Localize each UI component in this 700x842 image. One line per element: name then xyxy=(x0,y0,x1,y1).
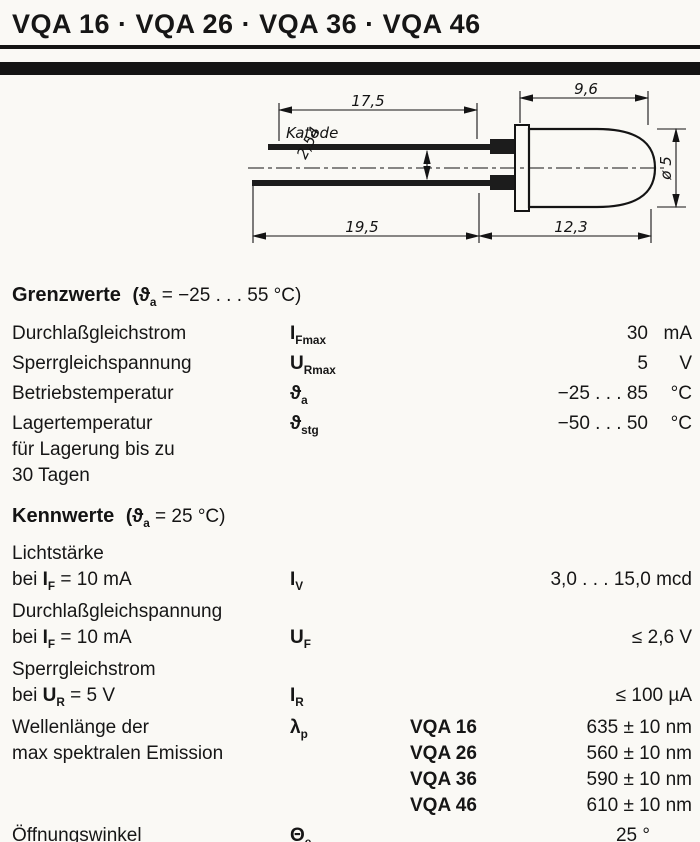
extension-lines xyxy=(252,91,686,243)
row-symbol: IFmax xyxy=(290,322,327,347)
row-label: Betriebstemperatur xyxy=(12,382,174,404)
led-dome xyxy=(527,127,657,209)
led-body xyxy=(514,124,657,212)
grenzwerte-condition: (ϑa = −25 . . . 55 °C) xyxy=(132,285,302,309)
led-dimension-drawing: 17,5 9,6 19,5 12,3 2,54 ø 5 Katode xyxy=(248,83,686,243)
row-symbol: Θe xyxy=(290,825,311,842)
section-heading-grenzwerte: Grenzwerte (ϑa = −25 . . . 55 °C) xyxy=(12,284,692,309)
row-label: Lichtstärke bei IF = 10 mA xyxy=(12,543,132,593)
row-label: Sperrgleichstrom bei UR = 5 V xyxy=(12,659,156,709)
row-symbol: UF xyxy=(290,627,311,651)
row-value: 25 ° xyxy=(615,825,650,842)
row-label: Wellenlänge der max spektralen Emission xyxy=(12,717,224,765)
table-row-betriebstemperatur: Betriebstemperatur ϑa −25 . . . 85°C xyxy=(12,381,692,407)
header-divider-bar xyxy=(0,62,700,75)
anode-lead-tab xyxy=(490,175,515,190)
led-leads xyxy=(252,139,515,190)
section-heading-kennwerte: Kennwerte (ϑa = 25 °C) xyxy=(12,505,692,530)
row-label: Durchlaßgleichstrom xyxy=(12,322,187,344)
row-value: −25 . . . 85°C xyxy=(557,382,692,404)
row-symbol: ϑstg xyxy=(290,412,319,437)
table-row-lagertemperatur: Lagertemperatur für Lagerung bis zu 30 T… xyxy=(12,411,692,489)
dim-9-6-label: 9,6 xyxy=(574,83,598,98)
row-value: −50 . . . 50°C xyxy=(557,412,692,434)
row-label: Durchlaßgleichspannung bei IF = 10 mA xyxy=(12,601,223,651)
row-label: Lagertemperatur für Lagerung bis zu 30 T… xyxy=(12,412,175,486)
row-symbol: IR xyxy=(290,685,304,709)
row-value: ≤ 100 µA xyxy=(615,685,692,707)
row-symbol: URmax xyxy=(290,352,336,377)
table-row-lichtstaerke: Lichtstärke bei IF = 10 mA IV 3,0 . . . … xyxy=(12,541,692,593)
table-row-wellenlaenge: Wellenlänge der max spektralen Emission … xyxy=(12,715,692,819)
kennwerte-title: Kennwerte xyxy=(12,504,115,527)
katode-label: Katode xyxy=(286,124,338,142)
dimension-lines xyxy=(251,94,680,240)
row-value: ≤ 2,6 V xyxy=(631,627,692,649)
row-label: Sperrgleichspannung xyxy=(12,352,192,374)
dim-diameter-label: ø 5 xyxy=(657,156,675,181)
row-symbol: IV xyxy=(290,569,304,593)
dim-19-5-label: 19,5 xyxy=(345,218,378,236)
dim-17-5-label: 17,5 xyxy=(351,92,384,110)
cathode-lead xyxy=(268,144,492,150)
row-label: Öffnungswinkel xyxy=(12,825,142,842)
row-symbol: λp xyxy=(290,717,308,741)
table-row-oeffnungswinkel: Öffnungswinkel Θe 25 ° xyxy=(12,823,692,842)
table-row-sperrgleichstrom: Sperrgleichstrom bei UR = 5 V IR ≤ 100 µ… xyxy=(12,657,692,709)
table-row-durchlassgleichspannung: Durchlaßgleichspannung bei IF = 10 mA UF… xyxy=(12,599,692,651)
cathode-lead-tab xyxy=(490,139,515,154)
spec-content: Grenzwerte (ϑa = −25 . . . 55 °C) Durchl… xyxy=(0,284,700,842)
row-value: 3,0 . . . 15,0 mcd xyxy=(550,569,692,591)
dim-12-3-label: 12,3 xyxy=(554,218,587,236)
row-symbol: ϑa xyxy=(290,382,308,407)
dimension-labels: 17,5 9,6 19,5 12,3 2,54 ø 5 Katode xyxy=(286,83,675,236)
kennwerte-condition: (ϑa = 25 °C) xyxy=(125,505,226,530)
grenzwerte-title: Grenzwerte xyxy=(12,284,121,306)
page-title: VQA 16 · VQA 26 · VQA 36 · VQA 46 xyxy=(0,0,700,49)
anode-lead xyxy=(252,180,492,186)
